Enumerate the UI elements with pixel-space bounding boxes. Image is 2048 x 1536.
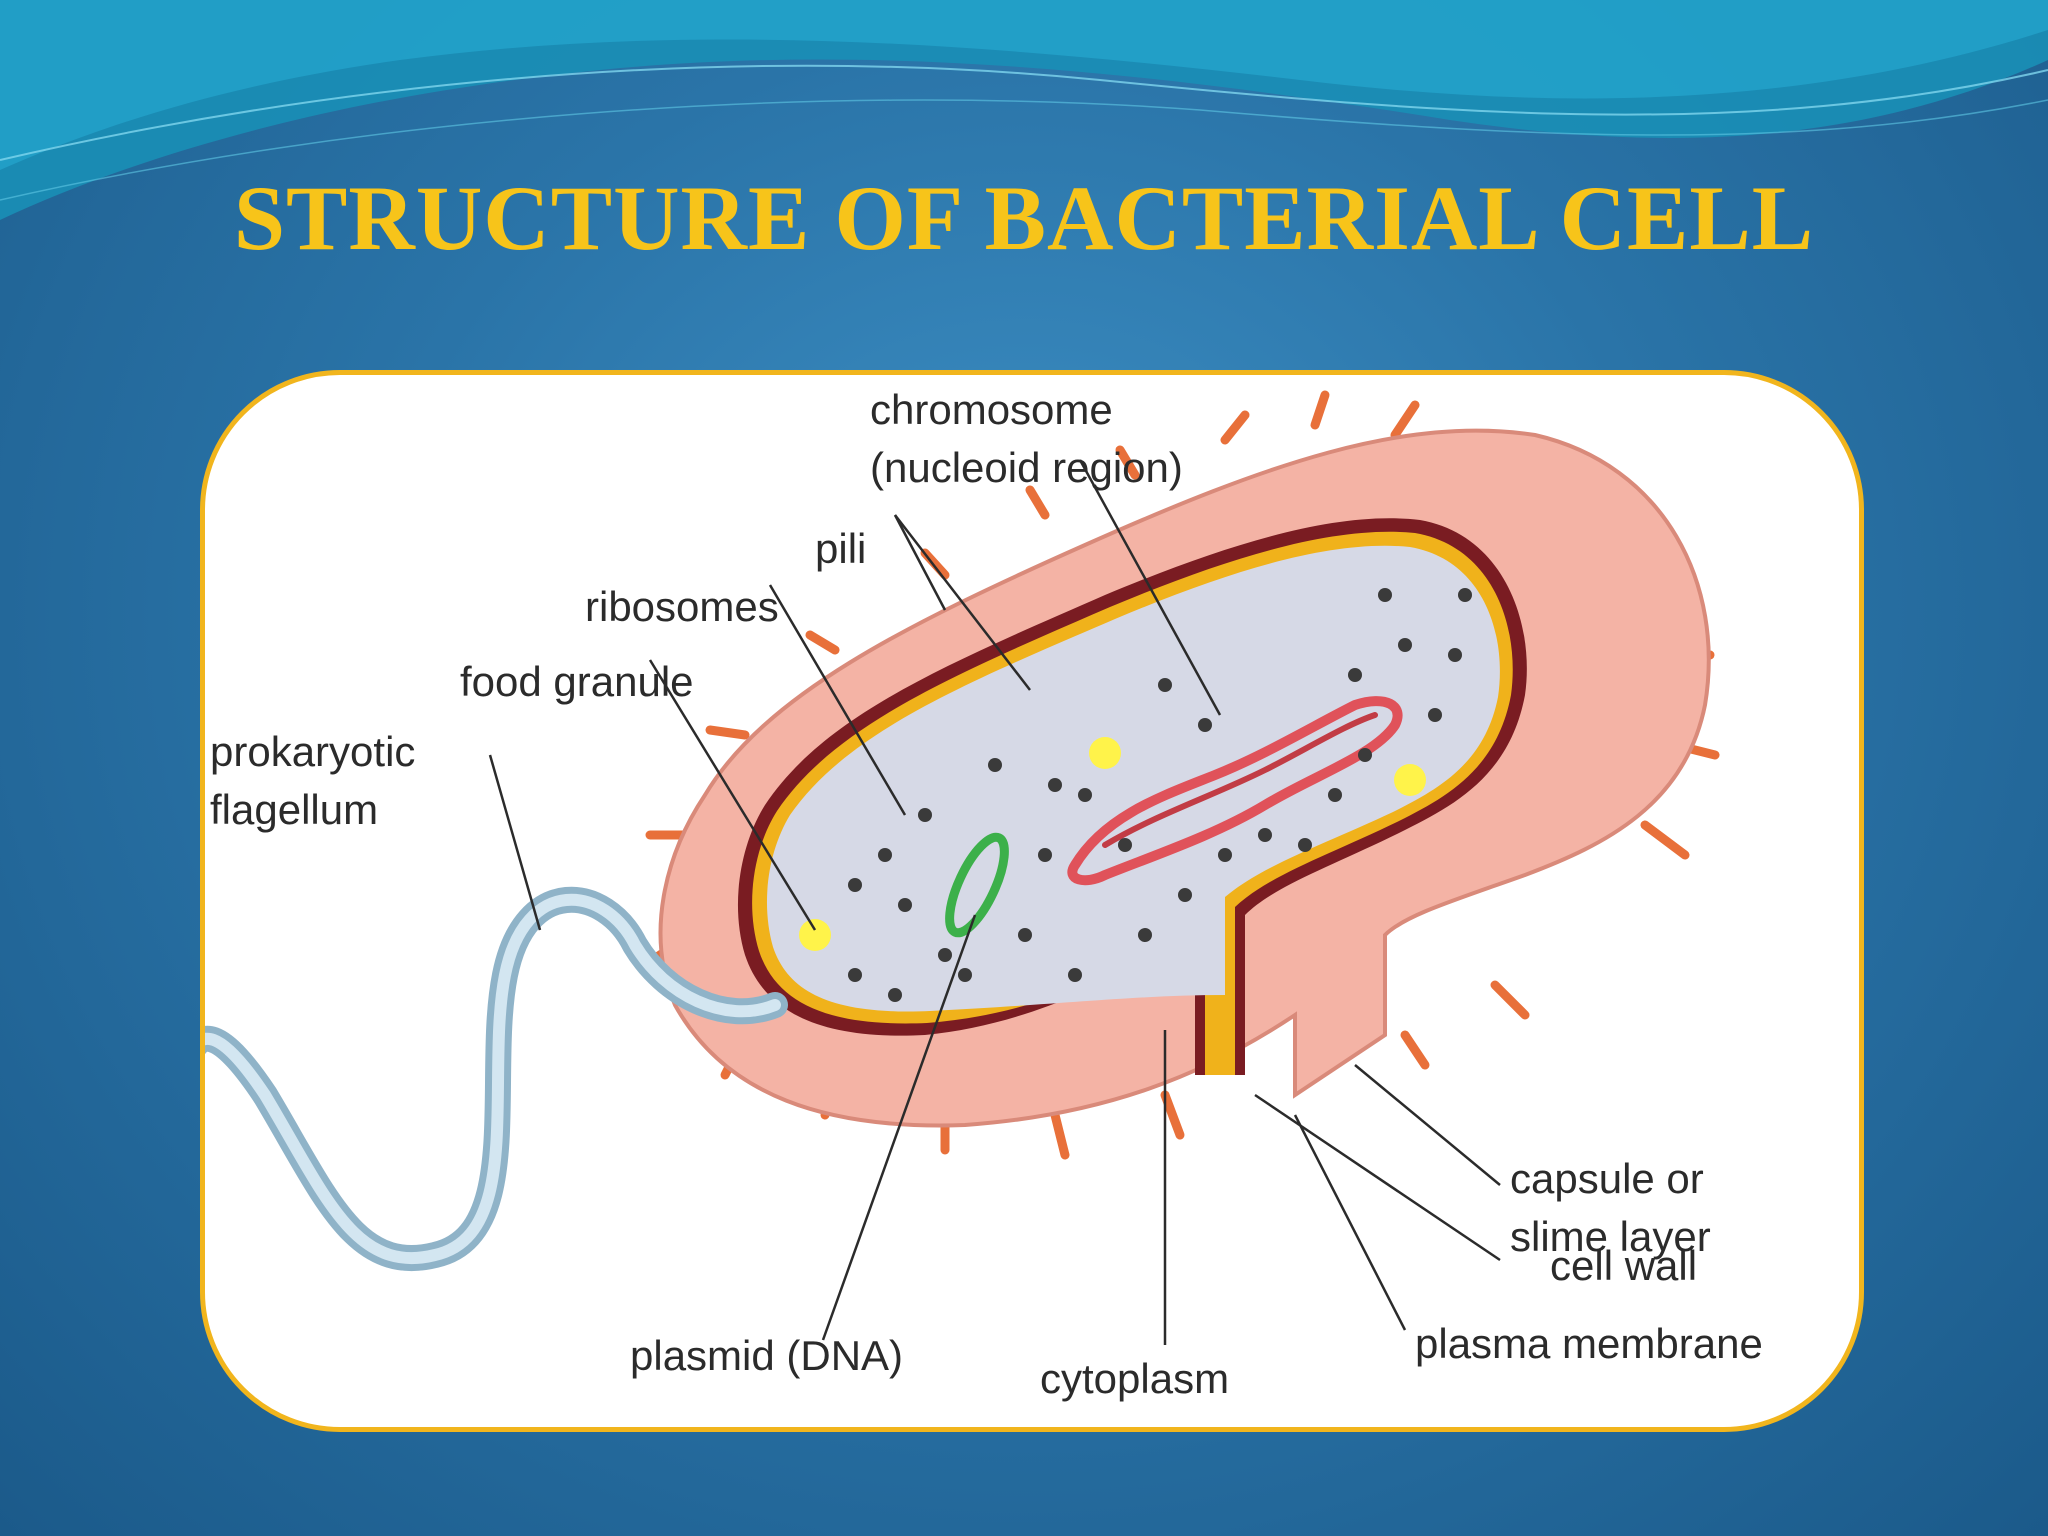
label-capsule: capsule or slime layer xyxy=(1510,1150,1711,1266)
plasmid-ring xyxy=(945,832,1009,938)
label-flagellum: prokaryotic flagellum xyxy=(210,723,415,839)
diagram-frame: chromosome (nucleoid region) pili riboso… xyxy=(200,370,1864,1432)
label-capsule-line2: slime layer xyxy=(1510,1213,1711,1260)
label-chromosome-line2: (nucleoid region) xyxy=(870,444,1183,491)
label-plasmid: plasmid (DNA) xyxy=(630,1332,904,1379)
chromosome-coil xyxy=(1067,696,1403,886)
label-ribosomes: ribosomes xyxy=(585,583,779,630)
label-chromosome-line1: chromosome xyxy=(870,386,1113,433)
bacterial-cell-illustration xyxy=(205,390,1720,1345)
label-cytoplasm: cytoplasm xyxy=(1040,1355,1230,1402)
label-plasma-membrane: plasma membrane xyxy=(1415,1320,1763,1367)
label-cell-wall: cell wall xyxy=(1550,1242,1698,1289)
label-food-granule: food granule xyxy=(460,658,694,705)
food-granule xyxy=(1394,764,1426,796)
food-granule xyxy=(1089,737,1121,769)
label-flagellum-line1: prokaryotic xyxy=(210,728,416,775)
label-flagellum-line2: flagellum xyxy=(210,786,379,833)
slide-title: STRUCTURE OF BACTERIAL CELL xyxy=(233,167,1815,269)
label-chromosome: chromosome (nucleoid region) xyxy=(870,381,1183,497)
label-pili: pili xyxy=(815,525,867,572)
leader-lines xyxy=(488,459,1501,1345)
label-capsule-line1: capsule or xyxy=(1510,1155,1704,1202)
cytoplasm-region xyxy=(766,545,1500,1012)
flagellum-tube-highlight xyxy=(205,893,781,1265)
food-granule xyxy=(799,919,831,951)
ribosomes xyxy=(848,588,1472,1002)
